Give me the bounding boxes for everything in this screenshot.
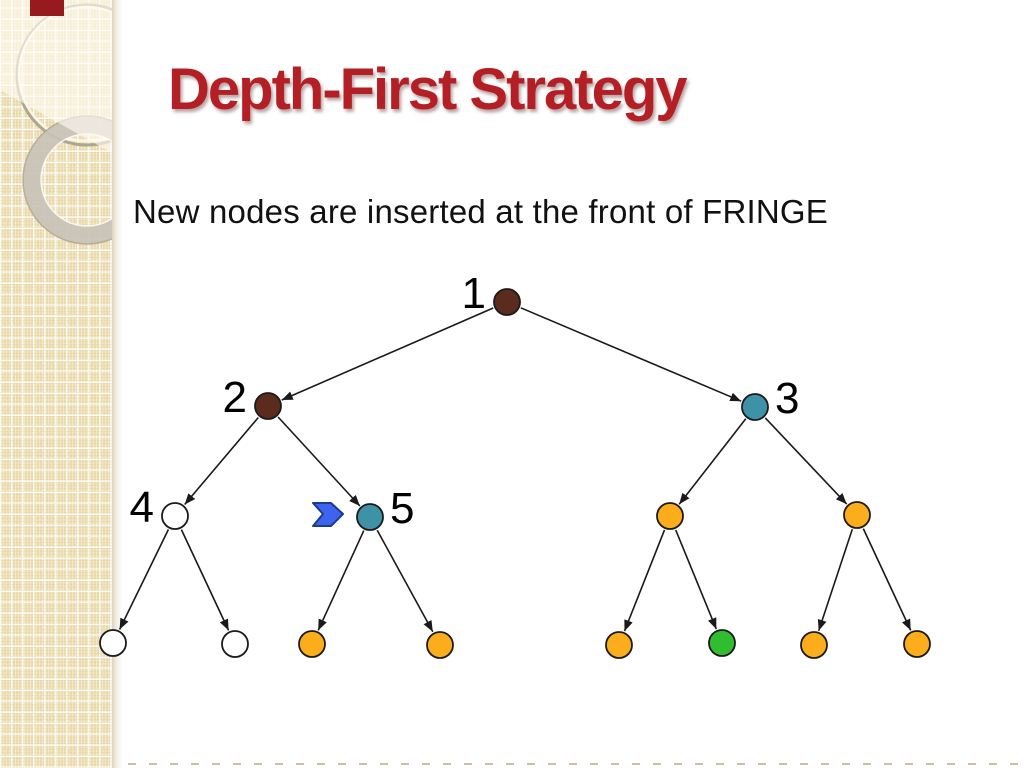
tree-node-n3 [741,393,769,421]
tree-edge-n3a-n3ab [674,529,718,630]
sidebar-decoration [0,0,112,768]
tree-node-n5a [298,630,326,658]
red-accent-mark [30,0,64,16]
tree-node-n5b [426,631,454,659]
tree-node-n1 [493,288,521,316]
tree-edge-n3b-n3bb [862,528,912,631]
tree-edge-n2-n5 [277,416,361,507]
tree-edge-n3b-n3ba [817,528,854,632]
tree-edge-n5-n5b [376,529,434,633]
fringe-pointer-icon [312,502,344,527]
tree-node-n3a [656,502,684,530]
tree-edge-n3-n3b [764,417,848,505]
tree-node-n5 [356,503,384,531]
tree-edge-n4-n4a [118,529,170,630]
tree-edge-n5-n5a [317,530,365,631]
tree-node-n3ba [800,631,828,659]
tree-node-n4 [161,502,189,530]
node-order-label-1: 1 [462,269,486,318]
tree-edge-n1-n2 [281,307,494,401]
bottom-dashed-border [128,763,1024,765]
node-order-label-4: 4 [130,483,154,532]
tree-node-n3b [843,501,871,529]
tree-node-n4b [221,630,249,658]
node-order-label-3: 3 [775,374,799,423]
tree-edge-n3a-n3aa [623,529,666,632]
tree-edge-n3-n3a [678,418,747,505]
tree-node-n4a [99,629,127,657]
tree-edge-n1-n3 [520,307,742,402]
sidebar-edge-shadow [112,0,122,768]
node-order-label-5: 5 [390,484,414,533]
node-order-label-2: 2 [223,373,247,422]
tree-edge-n2-n4 [184,416,259,506]
tree-node-n2 [254,392,282,420]
slide-subtitle: New nodes are inserted at the front of F… [133,193,828,230]
slide-title: Depth-First Strategy [168,57,688,122]
tree-node-n3ab [708,629,736,657]
tree-node-n3bb [903,630,931,658]
tree-edge-n4-n4b [180,529,230,631]
tree-node-n3aa [605,631,633,659]
